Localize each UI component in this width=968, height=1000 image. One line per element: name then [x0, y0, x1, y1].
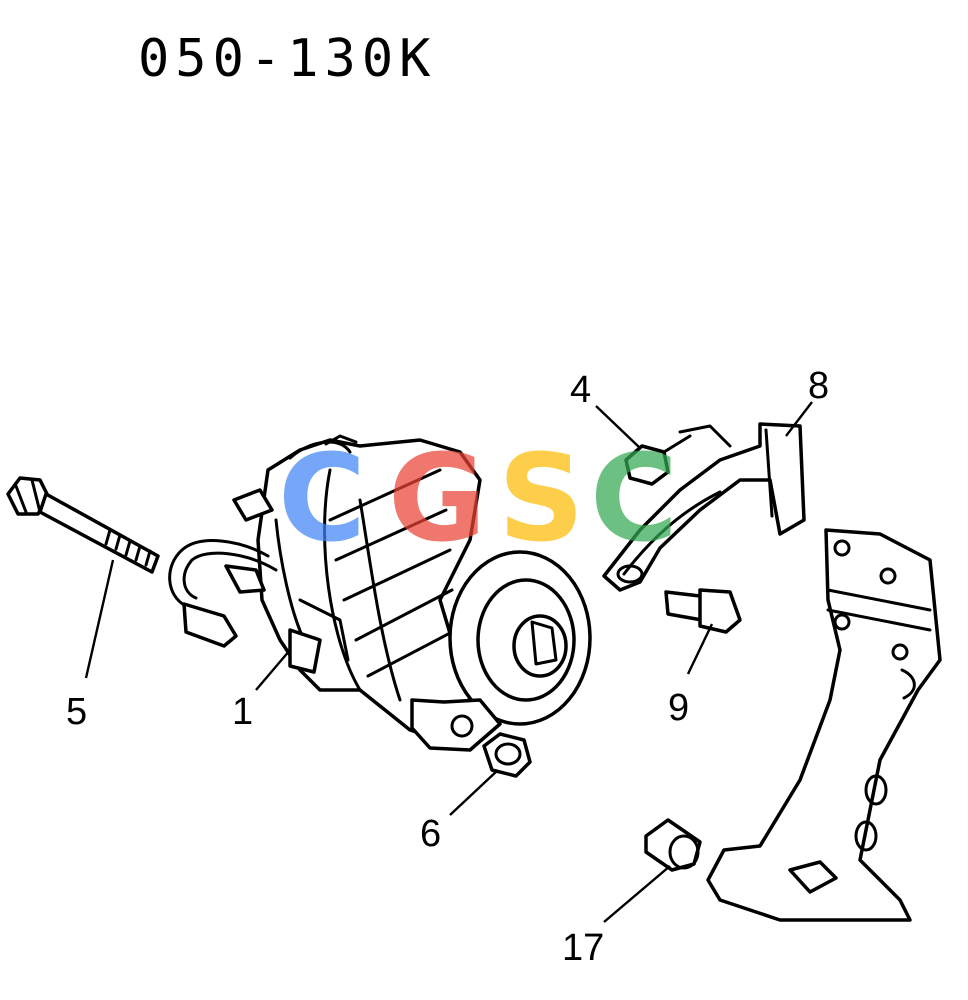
diagram-title: 050-130K: [138, 29, 436, 89]
lower-bracket: [706, 528, 942, 922]
callout-6: 6: [420, 813, 441, 855]
upper-bracket: [602, 422, 806, 592]
leader-4: [595, 405, 641, 449]
callout-8: 8: [808, 365, 829, 407]
callout-1: 1: [232, 691, 253, 733]
spacer: [644, 818, 702, 872]
watermark-letter: C: [590, 430, 678, 569]
leader-9: [686, 623, 714, 675]
callout-17: 17: [562, 927, 604, 969]
leader-5: [84, 559, 115, 679]
callout-4: 4: [570, 369, 591, 411]
leader-17: [603, 865, 671, 923]
compressor-hose-fitting: [168, 539, 278, 648]
watermark-letter: C: [278, 430, 366, 569]
bracket-bolt: [664, 588, 742, 634]
leader-6: [449, 769, 499, 816]
long-bolt: [6, 476, 160, 574]
leader-8: [785, 401, 813, 437]
compressor: [232, 434, 592, 752]
watermark-letter: S: [498, 430, 584, 569]
leader-1: [255, 649, 291, 691]
callout-9: 9: [668, 687, 689, 729]
watermark-letter: G: [388, 430, 487, 569]
callout-5: 5: [66, 691, 87, 733]
watermark: C G S C: [278, 430, 678, 569]
nut-bottom: [482, 732, 532, 778]
nut-top: [624, 434, 692, 486]
